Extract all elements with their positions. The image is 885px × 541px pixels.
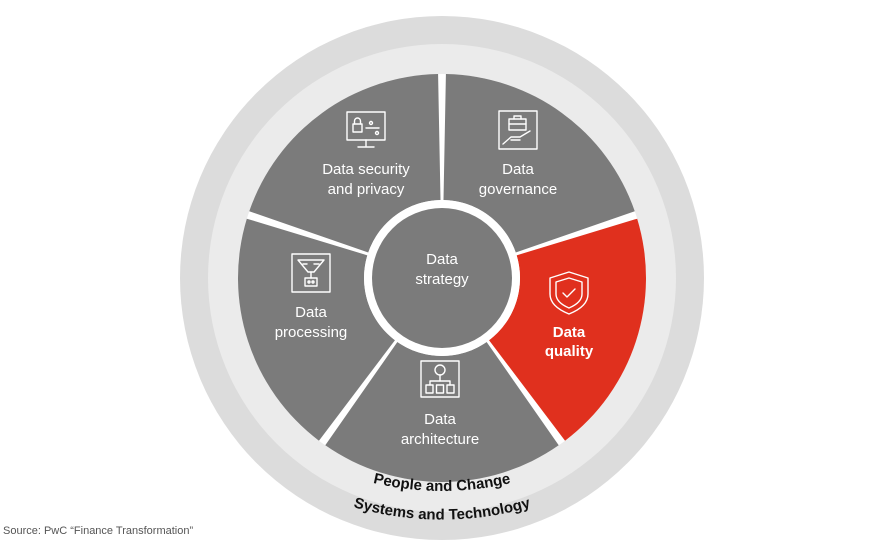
segment-label-quality-line1: Data	[553, 324, 586, 341]
segment-label-architecture-line1: Data	[424, 411, 456, 428]
hand-briefcase-icon	[498, 110, 538, 150]
segment-label-processing-line2: processing	[275, 324, 348, 341]
segment-governance	[443, 74, 635, 253]
shield-check-icon	[549, 271, 589, 315]
wheel-segments	[237, 74, 646, 483]
segment-label-architecture-line2: architecture	[401, 431, 479, 448]
center-label-line2: strategy	[415, 271, 469, 288]
center-circle	[372, 208, 512, 348]
segment-label-security-line1: Data security	[322, 161, 410, 178]
architecture-tree-icon	[420, 360, 460, 398]
center-label-line1: Data	[426, 251, 458, 268]
funnel-processing-icon	[291, 253, 331, 293]
segment-label-governance-line1: Data	[502, 161, 534, 178]
monitor-lock-icon	[346, 111, 386, 148]
source-note: Source: PwC “Finance Transformation”	[3, 525, 194, 537]
segment-architecture	[325, 341, 559, 483]
segment-quality	[489, 218, 646, 441]
segment-label-security-line2: and privacy	[328, 181, 405, 198]
segment-label-governance-line2: governance	[479, 181, 557, 198]
segment-security	[249, 74, 441, 253]
segment-label-quality-line2: quality	[545, 343, 594, 360]
segment-processing	[237, 218, 395, 441]
segment-label-processing-line1: Data	[295, 304, 327, 321]
